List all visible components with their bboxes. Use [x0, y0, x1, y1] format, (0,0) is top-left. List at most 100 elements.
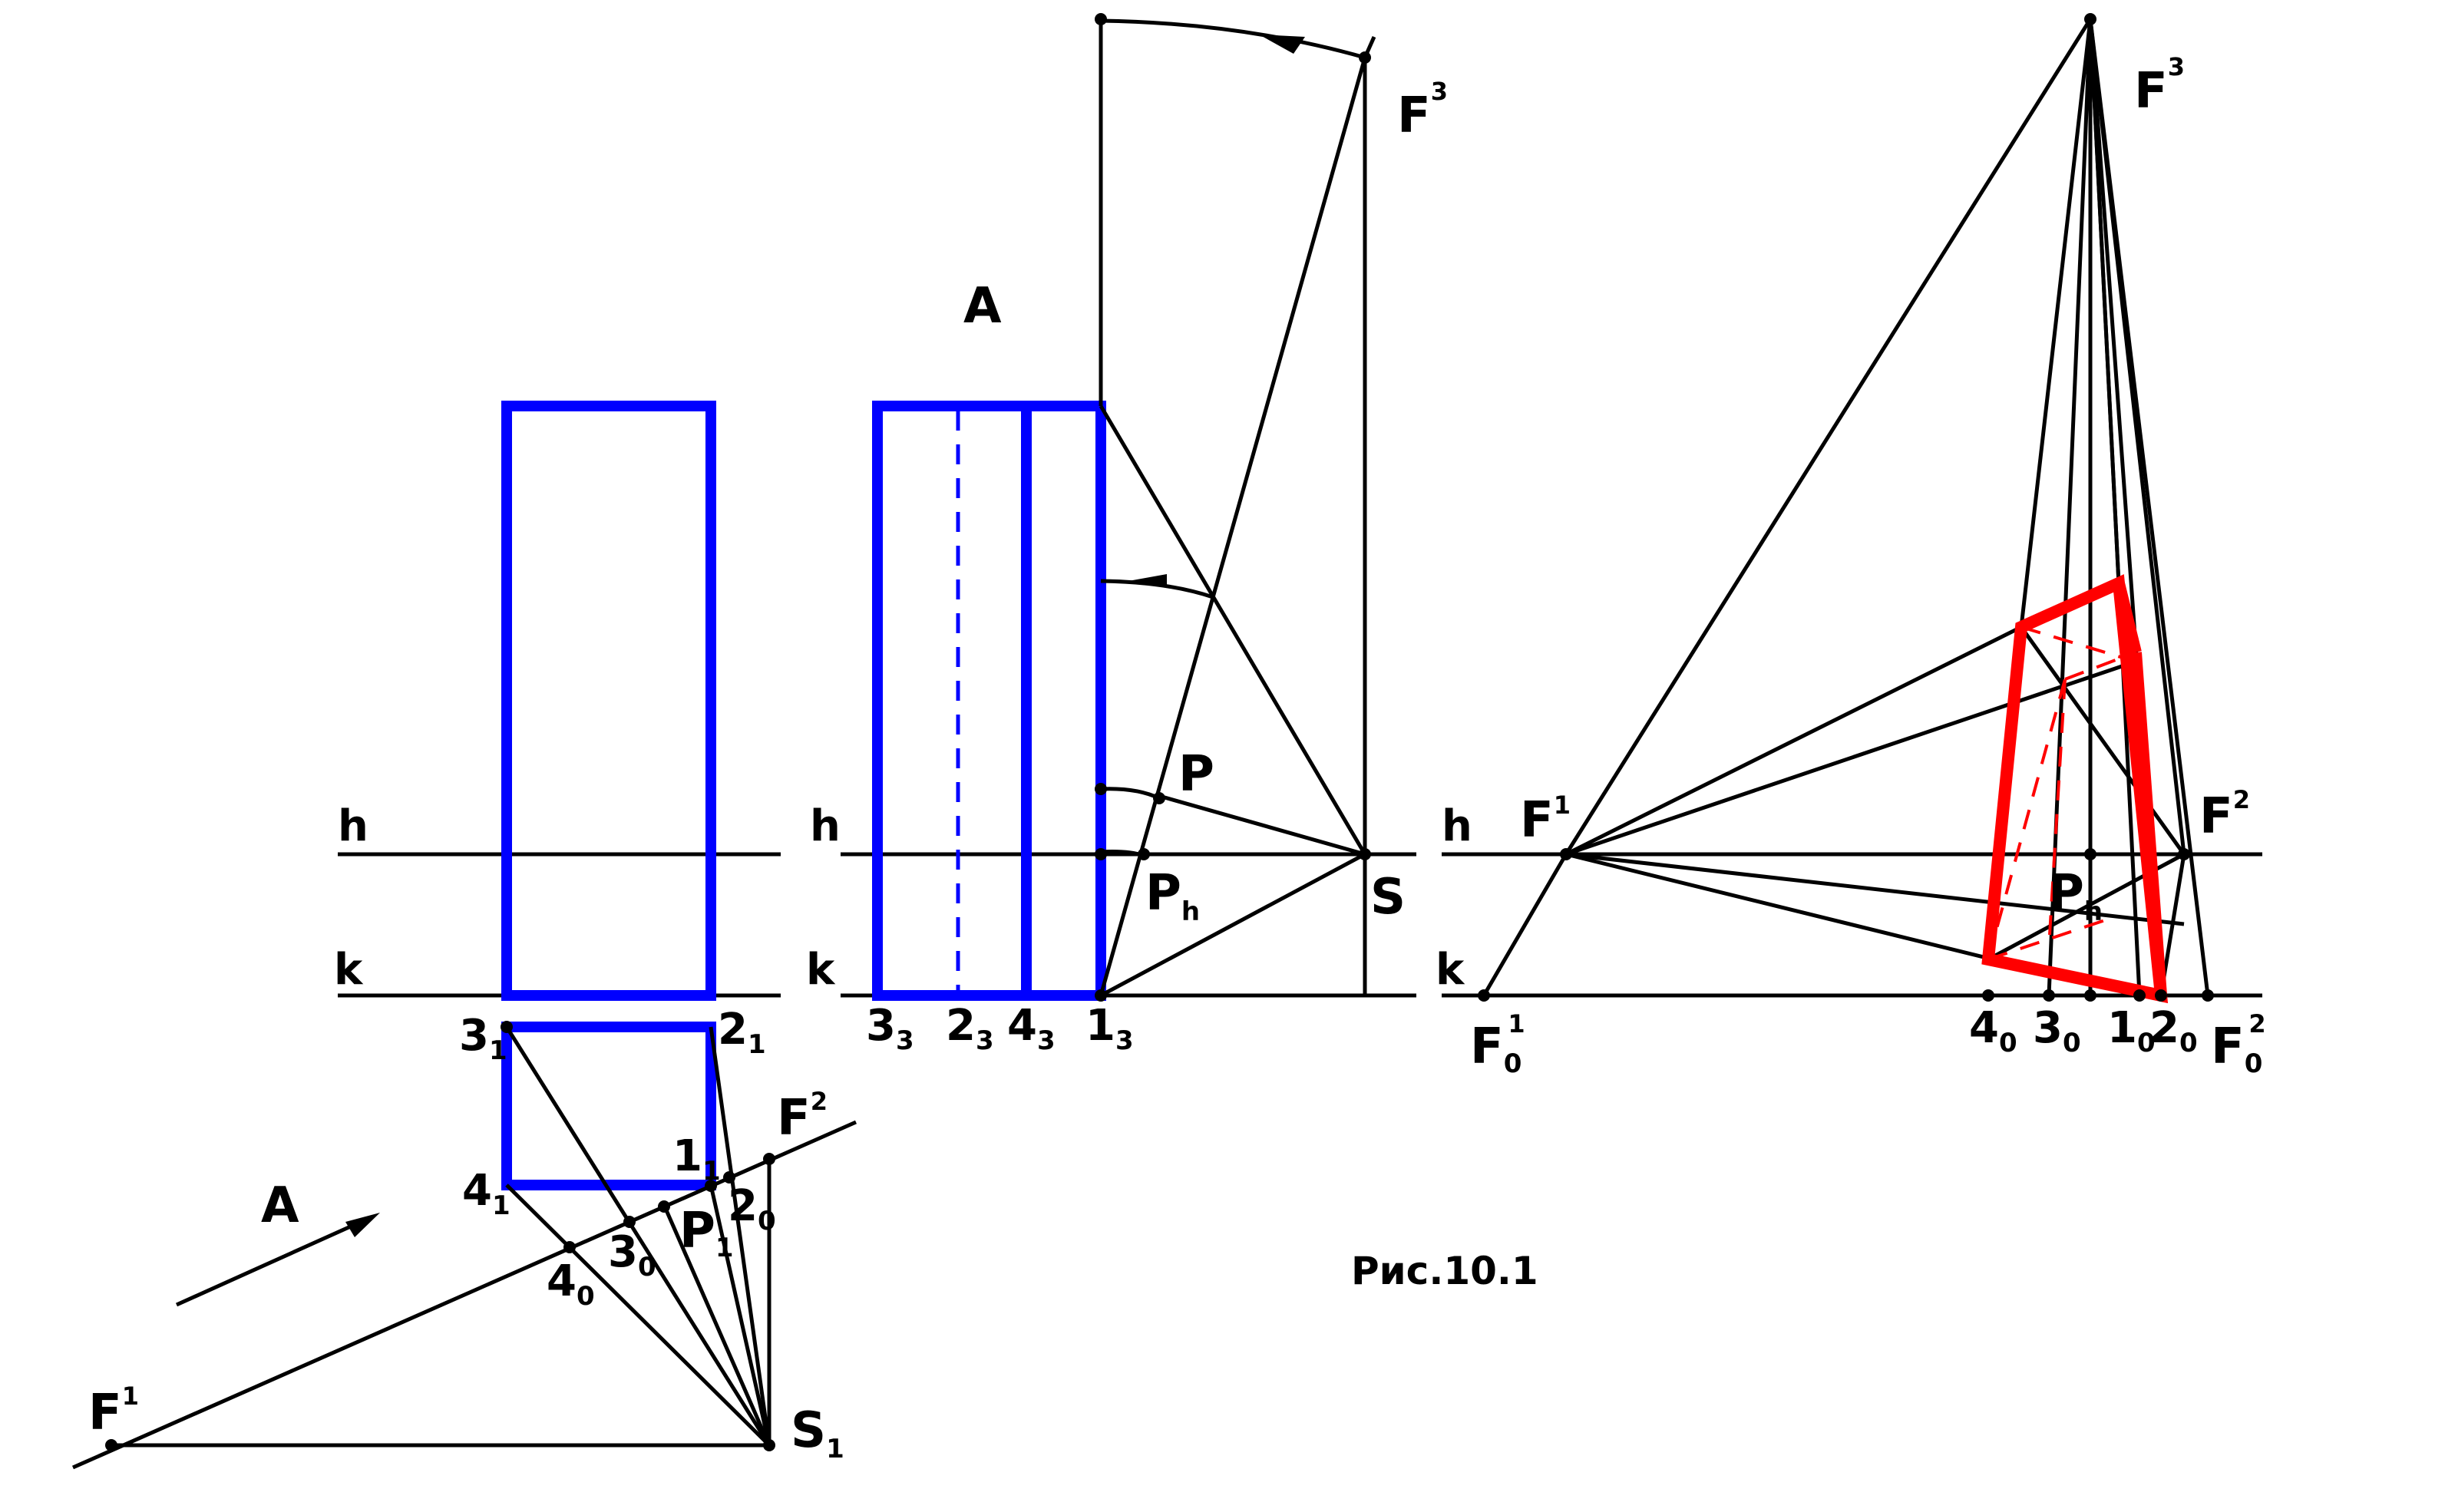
- point-h-plane: [1095, 848, 1107, 860]
- ray-f1-top: [1564, 625, 2023, 857]
- point-P: [1153, 792, 1165, 804]
- ray-f3-f2: [2088, 18, 2186, 855]
- label-33: 33: [866, 1001, 914, 1056]
- point-S: [1359, 848, 1371, 860]
- label-S1: S1: [791, 1402, 844, 1464]
- label-h: h: [338, 801, 368, 851]
- point-Ph: [1138, 848, 1150, 860]
- label-h: h: [810, 801, 841, 851]
- point-F1: [1560, 848, 1572, 860]
- point-F1: [105, 1439, 117, 1451]
- line-13-s: [1099, 852, 1366, 998]
- ray-s1-p1: [662, 1203, 771, 1447]
- label-43: 43: [1007, 1001, 1056, 1056]
- label-h: h: [1442, 801, 1472, 851]
- label-30: 30: [2033, 1003, 2081, 1058]
- line-top-s: [1099, 404, 1367, 856]
- ray-f3-top-left: [2019, 18, 2093, 628]
- ray-s1-31: [504, 1025, 771, 1447]
- point-P1: [658, 1200, 670, 1213]
- point-30: [623, 1216, 636, 1228]
- point-10: [2133, 989, 2146, 1002]
- label-P1: P1: [679, 1203, 734, 1263]
- hidden-edge-bottom: [1987, 918, 2108, 961]
- point-F3: [2084, 13, 2096, 25]
- label-30: 30: [608, 1227, 656, 1283]
- point-F2: [763, 1153, 775, 1165]
- ray-f2-top: [2019, 626, 2186, 856]
- point-13: [1095, 989, 1107, 1002]
- rotation-arc-p: [1100, 787, 1161, 801]
- line-f3-13: [1099, 57, 1367, 996]
- ray-f3-10: [2088, 18, 2142, 996]
- label-F02: F02: [2211, 1009, 2266, 1079]
- left-view: h k A 31 21 41 11 40 30 20 P1 F1 F2 S1: [71, 401, 857, 1470]
- point-30: [2043, 989, 2055, 1002]
- ray-f1-mid: [1565, 659, 2136, 857]
- arc-arrowhead-icon: [1259, 35, 1305, 54]
- label-F3: F3: [2134, 52, 2185, 120]
- label-13: 13: [1085, 1001, 1134, 1056]
- label-23: 23: [946, 1001, 994, 1056]
- label-F2: F2: [2199, 785, 2250, 845]
- front-elevation-rect: [501, 401, 716, 1001]
- label-41: 41: [462, 1166, 510, 1221]
- label-11: 11: [672, 1131, 721, 1187]
- arc-mid-arrowhead-icon: [1128, 574, 1167, 588]
- point-20: [2155, 989, 2167, 1002]
- label-31: 31: [459, 1011, 507, 1066]
- point-Ph: [2084, 848, 2096, 860]
- label-20: 20: [728, 1181, 776, 1236]
- label-k: k: [1436, 945, 1465, 995]
- label-Ph: Ph: [2048, 865, 2103, 927]
- hidden-edge-vertical: [2048, 678, 2067, 936]
- hidden-edge-top: [2064, 651, 2136, 681]
- point-F3: [1359, 51, 1371, 64]
- perspective-top-edge: [2113, 582, 2142, 654]
- rotation-arc-top: [1100, 18, 1366, 60]
- label-arrow-A: A: [261, 1177, 299, 1234]
- label-P: P: [1178, 746, 1214, 803]
- label-F01: F01: [1470, 1009, 1525, 1079]
- line-f3-f1: [1564, 18, 2093, 856]
- point-ground-vertical: [2084, 989, 2096, 1002]
- line-p-s: [1158, 794, 1366, 857]
- figure-caption: Рис.10.1: [1351, 1249, 1538, 1293]
- point-11: [705, 1180, 717, 1192]
- plan-rect: [501, 1022, 716, 1190]
- point-S1: [763, 1439, 775, 1451]
- point-40: [1982, 989, 1994, 1002]
- arrowhead-icon: [345, 1213, 380, 1237]
- point-F01: [1478, 989, 1490, 1002]
- label-F1: F1: [1520, 791, 1571, 849]
- ray-s1-21: [709, 1026, 771, 1446]
- point-20: [723, 1171, 735, 1184]
- label-Ph: Ph: [1145, 865, 1200, 927]
- point-40: [563, 1241, 576, 1253]
- label-S: S: [1370, 869, 1406, 926]
- point-arc-start: [1095, 13, 1107, 25]
- view-direction-arrow: [175, 1220, 362, 1307]
- right-view: h k F1 F2 F3 F01 F02 40 30 10 20 Ph: [1436, 13, 2266, 1079]
- label-21: 21: [718, 1005, 766, 1060]
- ray-s1-11: [709, 1184, 771, 1446]
- perspective-edge: [2129, 652, 2167, 996]
- label-k: k: [806, 945, 836, 995]
- label-k: k: [334, 945, 364, 995]
- hidden-diag-a: [2020, 626, 2136, 663]
- label-40: 40: [1969, 1003, 2017, 1058]
- hidden-diag-b: [1987, 678, 2067, 960]
- point-F02: [2202, 989, 2214, 1002]
- label-F1: F1: [88, 1382, 139, 1441]
- label-F3: F3: [1397, 77, 1448, 144]
- point-P-arc: [1095, 783, 1107, 795]
- label-F2: F2: [777, 1087, 828, 1147]
- point-31: [501, 1021, 513, 1033]
- point-F2: [2178, 848, 2190, 860]
- label-10: 10: [2107, 1003, 2156, 1058]
- label-view-A: A: [963, 278, 1002, 335]
- side-elevation-rect: [872, 401, 1106, 1001]
- label-40: 40: [547, 1256, 595, 1312]
